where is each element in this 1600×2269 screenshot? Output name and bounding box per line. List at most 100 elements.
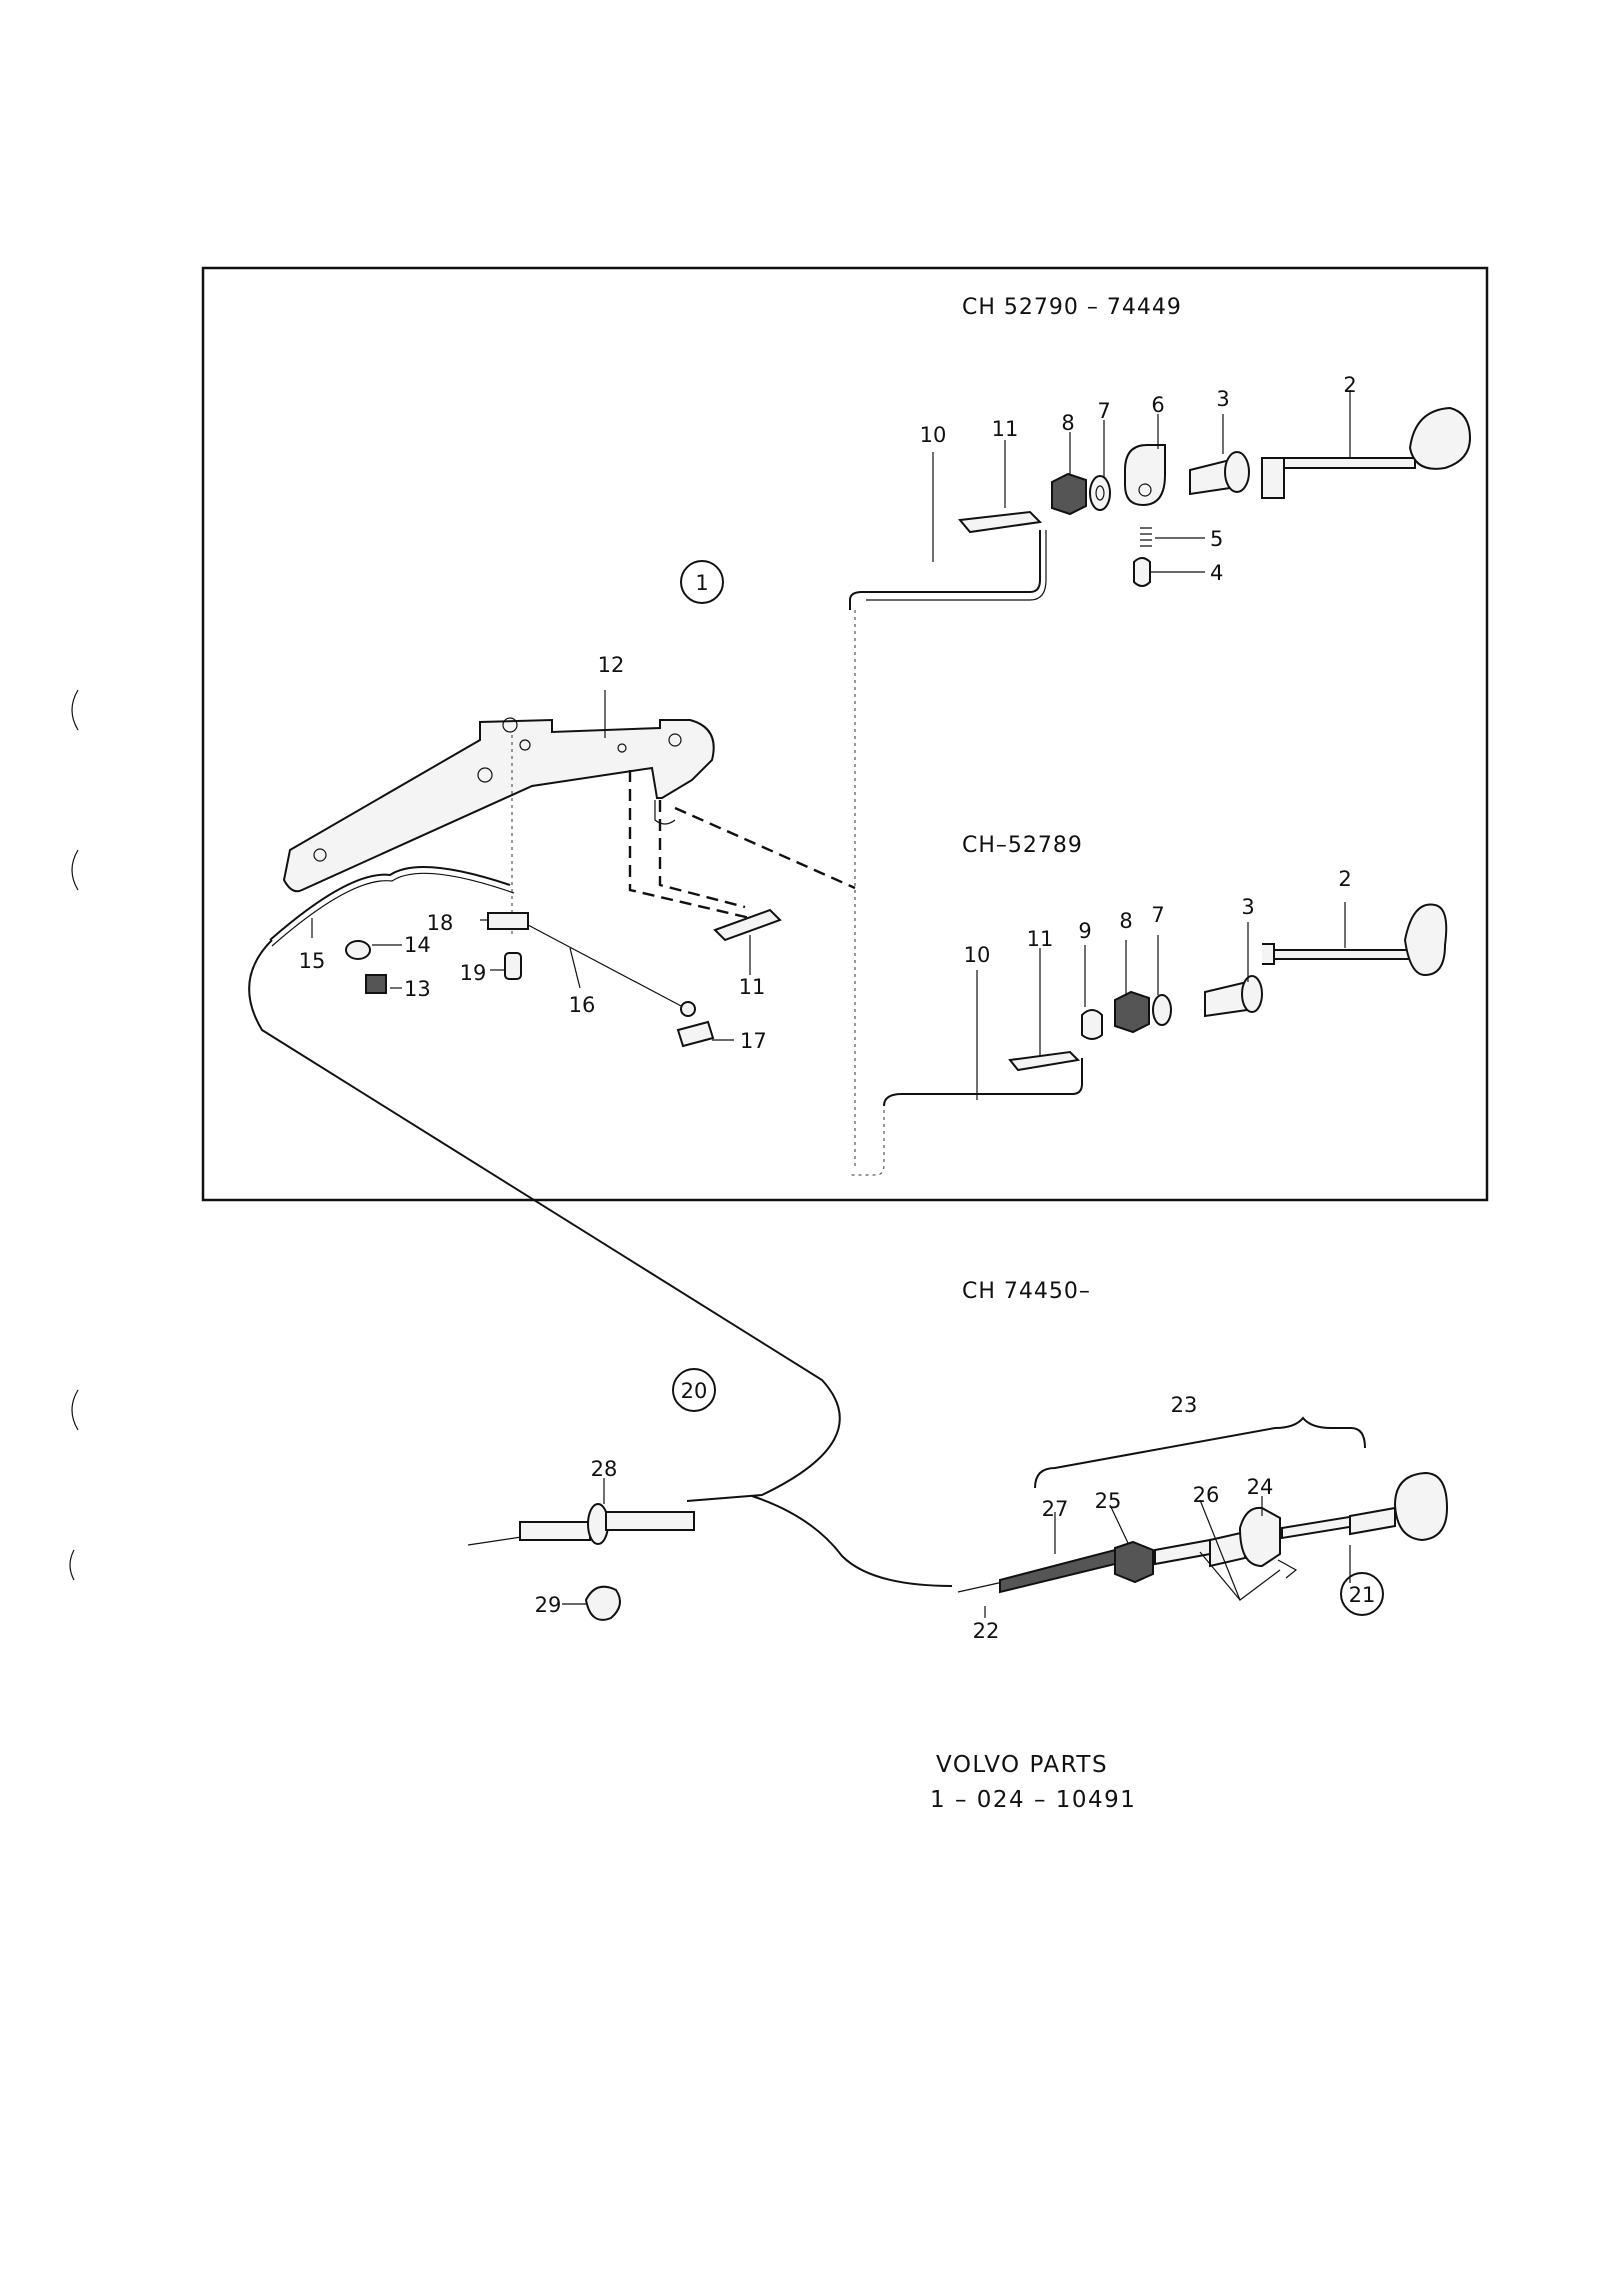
part-label-15: 15 <box>299 949 326 973</box>
control-cable <box>248 939 841 1502</box>
part-label-12: 12 <box>598 653 625 677</box>
wire-stop-plate <box>676 1020 715 1048</box>
outer-sleeve <box>519 1521 591 1541</box>
linkage-dashed <box>628 770 751 920</box>
outer-sleeve <box>605 1511 695 1531</box>
washer <box>1089 475 1111 511</box>
mounting-bracket <box>282 718 715 893</box>
threaded-bushing <box>1204 980 1248 1018</box>
assembly-callout-21: 21 <box>1349 1583 1376 1607</box>
hex-bolt <box>365 974 387 994</box>
control-rod <box>883 1058 1083 1107</box>
control-cable <box>751 1495 953 1587</box>
bracket-hole <box>313 848 327 862</box>
pull-knob <box>1408 406 1472 470</box>
part-label-11: 11 <box>992 417 1019 441</box>
part-label-5: 5 <box>1210 527 1223 551</box>
part-label-2: 2 <box>1343 373 1356 397</box>
variant-header-lower: CH 74450– <box>962 1279 1091 1304</box>
part-label-10: 10 <box>920 423 947 447</box>
bracket-hole <box>502 717 518 733</box>
upper-control-assembly <box>849 390 1472 1170</box>
part-label-6: 6 <box>1151 393 1164 417</box>
lever-clip <box>958 510 1043 534</box>
clamp-hole <box>1138 483 1152 497</box>
cable-clamp <box>487 912 529 930</box>
assembly-callout-20: 20 <box>681 1379 708 1403</box>
part-label-7: 7 <box>1097 399 1110 423</box>
leader <box>1199 1551 1241 1601</box>
clamp-screw <box>504 952 522 980</box>
assembly-callout-circle <box>1340 1572 1384 1616</box>
rod-collar <box>1349 1506 1396 1536</box>
variant-header-top: CH 52790 – 74449 <box>962 295 1182 320</box>
pull-rod <box>1274 457 1416 469</box>
cable-sleeve <box>1154 1538 1211 1566</box>
part-label-14: 14 <box>404 933 431 957</box>
pull-rod <box>1264 949 1411 960</box>
washer <box>345 940 371 960</box>
bushing-flange <box>1224 451 1250 493</box>
hex-nut <box>1114 1540 1154 1584</box>
assembly-callout-circle <box>680 560 724 604</box>
threaded-bushing <box>1209 1530 1246 1568</box>
assembly-callout-circle <box>672 1368 716 1412</box>
mounting-flange <box>1238 1506 1281 1568</box>
part-label-2: 2 <box>1338 867 1351 891</box>
part-label-11: 11 <box>739 975 766 999</box>
leader <box>1109 1504 1129 1544</box>
part-label-13: 13 <box>404 977 431 1001</box>
part-label-3: 3 <box>1241 895 1254 919</box>
part-label-8: 8 <box>1061 411 1074 435</box>
hex-nut <box>1051 472 1087 516</box>
middle-control-assembly <box>851 902 1448 1176</box>
cable-sleeve-edge <box>271 872 515 947</box>
control-rod-edge <box>866 530 1047 601</box>
washer-hole <box>1095 485 1105 501</box>
bracket-hole <box>477 767 493 783</box>
pull-knob <box>1403 903 1448 977</box>
linkage-dashed <box>674 806 856 890</box>
threaded-bushing <box>1189 458 1231 496</box>
assembly-callout-1: 1 <box>695 571 708 595</box>
part-label-19: 19 <box>460 961 487 985</box>
footer-part-number: 1 – 024 – 10491 <box>930 1787 1136 1813</box>
mounting-bracket-assembly <box>269 690 856 1048</box>
washer <box>1152 994 1172 1026</box>
part-label-24: 24 <box>1247 1475 1274 1499</box>
threaded-sleeve <box>999 1548 1116 1594</box>
part-label-3: 3 <box>1216 387 1229 411</box>
control-rod <box>849 530 1041 610</box>
bracket-hole <box>519 739 531 751</box>
part-label-22: 22 <box>973 1619 1000 1643</box>
part-label-18: 18 <box>427 911 454 935</box>
part-label-28: 28 <box>591 1457 618 1481</box>
part-label-7: 7 <box>1151 903 1164 927</box>
spring <box>1140 527 1152 547</box>
part-label-10: 10 <box>964 943 991 967</box>
margin-mark <box>71 849 79 891</box>
part-label-4: 4 <box>1210 561 1223 585</box>
cable-sleeve <box>269 866 511 941</box>
rod-dashed-connection <box>851 1110 885 1176</box>
pull-knob <box>1393 1471 1449 1542</box>
rod-end <box>1261 457 1285 499</box>
part-label-16: 16 <box>569 993 596 1017</box>
bracket-hole <box>617 743 627 753</box>
leader <box>569 947 581 989</box>
footer-brand: VOLVO PARTS <box>936 1752 1108 1778</box>
clamp-block <box>1124 444 1166 507</box>
part-label-9: 9 <box>1078 919 1091 943</box>
lever-clip <box>713 908 782 942</box>
hex-nut <box>1114 990 1150 1034</box>
lock-tab <box>1277 1559 1298 1579</box>
spring-clip <box>1081 1009 1103 1040</box>
part-label-17: 17 <box>740 1029 767 1053</box>
part-label-23: 23 <box>1171 1393 1198 1417</box>
wire-stop <box>680 1001 696 1017</box>
linkage-dashed <box>658 800 746 909</box>
margin-mark <box>71 689 79 731</box>
part-label-27: 27 <box>1042 1497 1069 1521</box>
part-label-8: 8 <box>1119 909 1132 933</box>
